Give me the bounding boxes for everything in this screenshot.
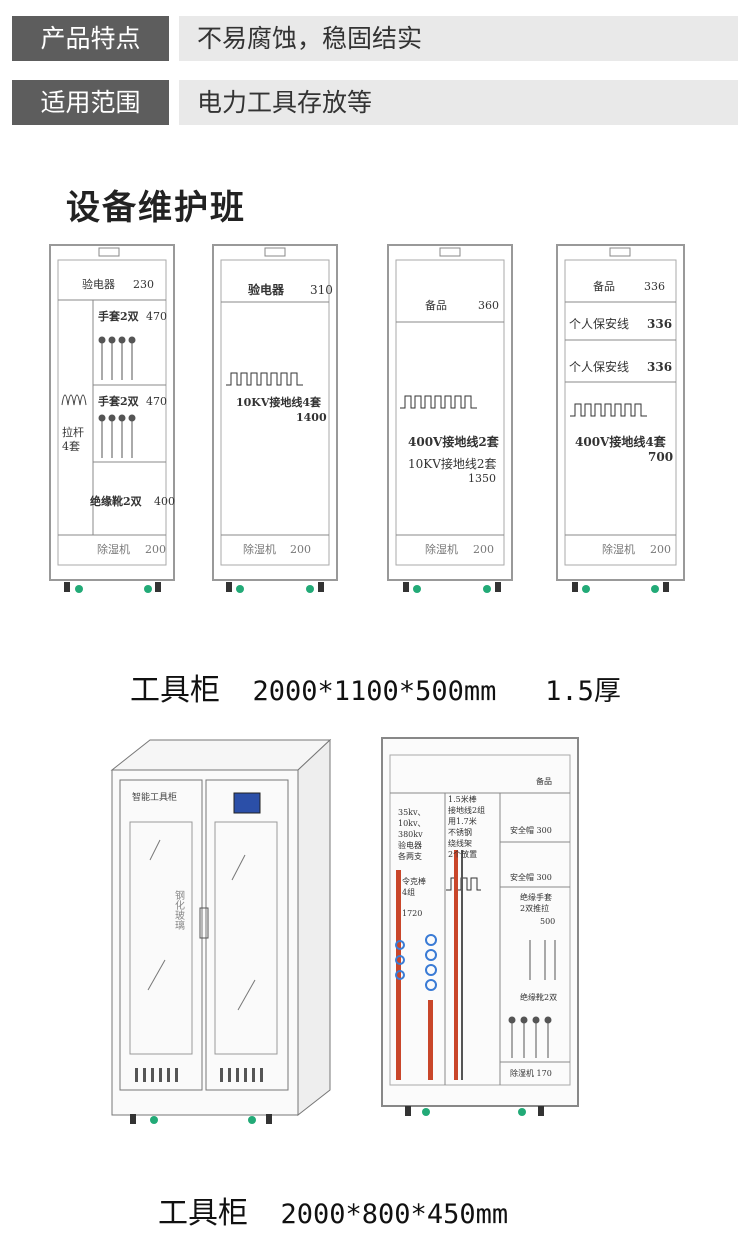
cabinet-1: [49, 244, 175, 581]
int-mid-1: 1.5米棒: [448, 794, 477, 804]
int-mid-5: 绕线架: [448, 838, 472, 848]
int-left-2: 10kv、: [398, 819, 426, 828]
int-r2: 安全帽 300: [510, 872, 552, 882]
usage-band: 适用范围 电力工具存放等: [12, 80, 738, 125]
int-left-3: 380kv: [398, 830, 423, 839]
glove-hangers: [98, 336, 136, 458]
caption-1-thick: 1.5厚: [545, 676, 621, 707]
cabinet-3: [387, 244, 513, 581]
int-r3-num: 500: [540, 917, 555, 926]
caption-2: 工具柜 2000*800*450mm: [158, 1188, 508, 1232]
features-band: 产品特点 不易腐蚀，稳固结实: [12, 16, 738, 61]
section-title: 设备维护班: [66, 188, 246, 228]
interior-hangers: [508, 940, 556, 1058]
coils: [395, 934, 437, 991]
int-mid-6: 2个放置: [448, 849, 477, 859]
features-label: 产品特点: [12, 16, 169, 61]
int-left-7: 4组: [402, 887, 415, 897]
interior-feet: [405, 1106, 544, 1116]
features-value: 不易腐蚀，稳固结实: [179, 16, 738, 61]
cabinet-3d: [110, 738, 332, 1117]
int-r3-1: 绝缘手套: [520, 892, 552, 902]
int-left-num: 1720: [402, 909, 422, 918]
int-mid-3: 用1.7米: [448, 816, 477, 826]
cabinet-feet: [64, 582, 669, 593]
int-left-4: 验电器: [398, 840, 422, 850]
int-mid-2: 接地线2组: [448, 805, 485, 815]
caption-2-name: 工具柜: [158, 1196, 248, 1231]
int-r4: 绝缘靴2双: [520, 992, 557, 1002]
usage-label: 适用范围: [12, 80, 169, 125]
int-r3-2: 2双推拉: [520, 903, 549, 913]
cabinet-3d-feet: [130, 1114, 272, 1124]
int-bottom: 除湿机 170: [510, 1068, 552, 1078]
vent-slots: [135, 1068, 263, 1082]
cabinet-brand: 智能工具柜: [132, 791, 177, 803]
int-left-6: 令克棒: [402, 876, 426, 886]
cabinet-2: [212, 244, 338, 581]
int-top: 备品: [536, 776, 552, 786]
int-r1: 安全帽 300: [510, 825, 552, 835]
glass-label: 钢化玻璃: [173, 889, 185, 931]
cabinet-interior: [381, 737, 579, 1107]
caption-2-dims: 2000*800*450mm: [280, 1199, 509, 1230]
rods: [396, 850, 463, 1080]
int-left-1: 35kv、: [398, 808, 426, 817]
int-mid-4: 不锈钢: [448, 827, 472, 837]
usage-value: 电力工具存放等: [179, 80, 738, 125]
caption-1-dims: 2000*1100*500mm: [252, 676, 497, 707]
cabinet-diagrams: [49, 244, 685, 593]
caption-1: 工具柜 2000*1100*500mm 1.5厚: [130, 665, 621, 709]
int-left-5: 各两支: [398, 851, 422, 861]
cabinet-4: [556, 244, 685, 581]
caption-1-name: 工具柜: [130, 673, 220, 708]
